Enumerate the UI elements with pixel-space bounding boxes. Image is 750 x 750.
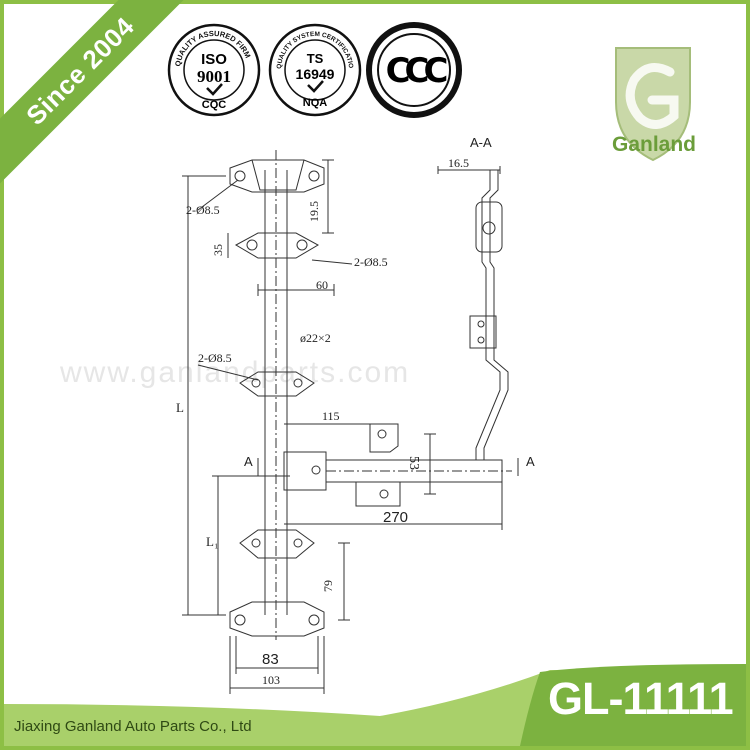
brand-name: Ganland xyxy=(612,133,697,156)
dim-hole-top: 2-Ø8.5 xyxy=(186,203,220,217)
dim-hole-low: 2-Ø8.5 xyxy=(198,351,232,365)
dim-L1: L₁ xyxy=(206,534,218,549)
section-label: A-A xyxy=(470,135,492,150)
dim-53: 53 xyxy=(406,456,421,470)
ccc-cert-icon: CCC xyxy=(366,22,462,118)
section-marker-left: A xyxy=(244,454,253,469)
dim-270: 270 xyxy=(383,509,408,526)
dim-19-5: 19.5 xyxy=(307,201,321,222)
dim-hole-mid: 2-Ø8.5 xyxy=(354,255,388,269)
dim-83: 83 xyxy=(262,651,279,668)
dim-rod: ø22×2 xyxy=(300,331,331,345)
dim-L: L xyxy=(176,400,184,415)
company-name: Jiaxing Ganland Auto Parts Co., Ltd xyxy=(14,718,252,735)
iso-mark: CQC xyxy=(202,99,227,111)
ts-line1: TS xyxy=(307,51,324,66)
ts-line2: 16949 xyxy=(296,66,335,82)
iso-9001-cert-icon: QUALITY ASSURED FIRM ISO 9001 CQC xyxy=(167,23,261,117)
watermark: www.ganlandparts.com xyxy=(60,356,411,389)
ccc-mark: CCC xyxy=(386,51,447,91)
iso-line1: ISO xyxy=(201,51,227,68)
ts-mark: NQA xyxy=(303,97,328,109)
iso-line2: 9001 xyxy=(197,67,231,86)
section-marker-right: A xyxy=(526,454,535,469)
dim-60: 60 xyxy=(316,278,328,292)
dim-103: 103 xyxy=(262,673,280,687)
model-number: GL-11111 xyxy=(548,673,734,724)
dim-115: 115 xyxy=(322,409,340,423)
dim-79: 79 xyxy=(321,580,335,592)
ts-16949-cert-icon: QUALITY SYSTEM CERTIFICATION TS 16949 NQ… xyxy=(267,22,362,117)
dim-35: 35 xyxy=(211,244,225,256)
dim-16-5: 16.5 xyxy=(448,156,469,170)
ganland-g-shield-icon xyxy=(615,47,691,162)
